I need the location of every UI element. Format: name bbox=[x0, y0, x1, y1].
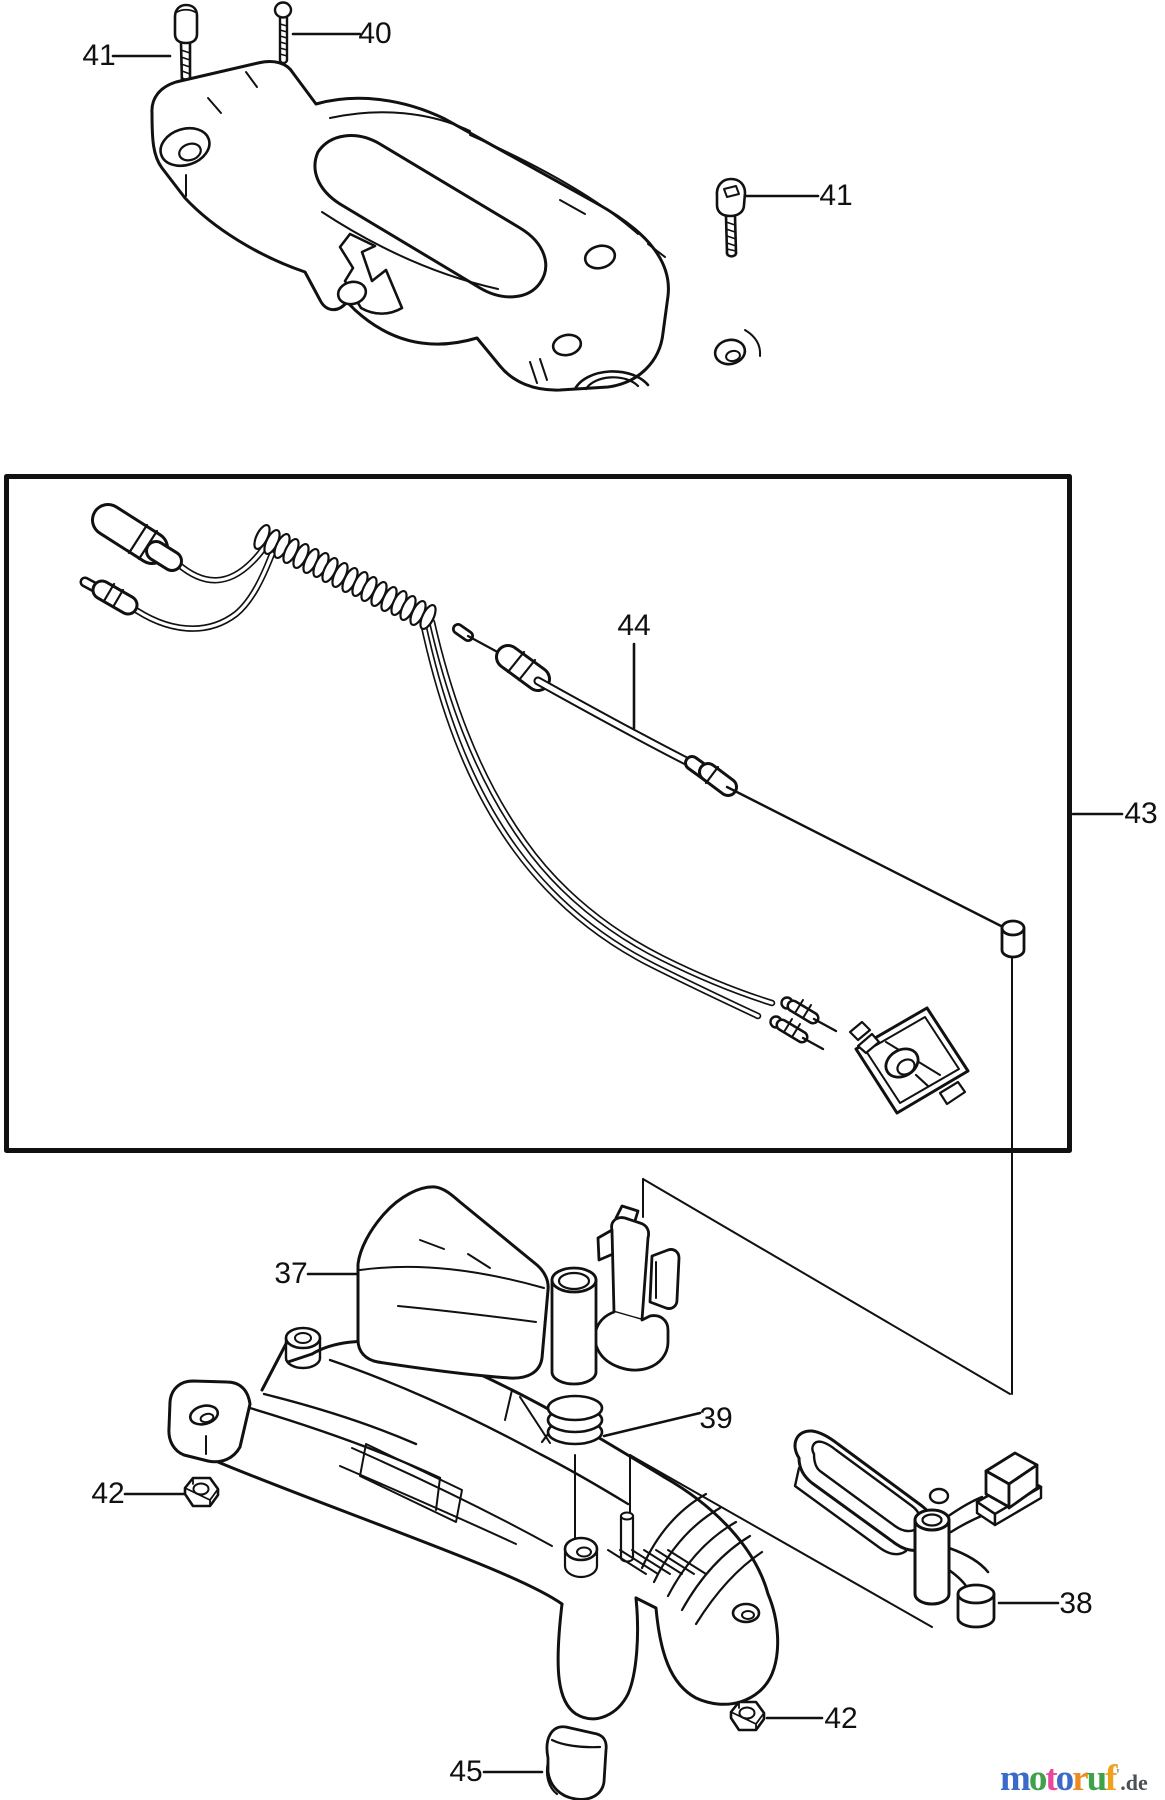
logo-letter: o bbox=[1055, 1758, 1074, 1799]
nut-42-left-drawing bbox=[183, 1476, 220, 1508]
logo-wordmark: motoruf bbox=[1000, 1758, 1118, 1799]
callout-leader-lines bbox=[111, 32, 1124, 1774]
coil-spring-wrap-drawing bbox=[253, 523, 437, 631]
lower-handle-housing-drawing bbox=[167, 1326, 780, 1721]
projection-lines bbox=[519, 954, 1013, 1628]
callout-42-bottom: 42 bbox=[824, 1702, 858, 1735]
logo-letter: f bbox=[1105, 1758, 1117, 1799]
callout-41-left: 41 bbox=[82, 39, 116, 72]
callout-38: 38 bbox=[1059, 1587, 1093, 1620]
wire-terminals-drawing bbox=[769, 996, 838, 1051]
screw-41-left-drawing bbox=[173, 3, 199, 89]
logo-letter: m bbox=[1000, 1758, 1031, 1799]
motoruf-logo: motoruf'.de bbox=[1000, 1752, 1165, 1799]
cap-45-drawing bbox=[545, 1725, 608, 1800]
screw-41-right-drawing bbox=[715, 177, 747, 258]
spring-39-drawing bbox=[540, 1394, 604, 1446]
callout-41-right: 41 bbox=[819, 179, 853, 212]
callout-42-left: 42 bbox=[91, 1477, 125, 1510]
cover-37-drawing bbox=[356, 1185, 598, 1386]
lever-38-drawing bbox=[793, 1429, 1043, 1629]
logo-letter: t bbox=[1045, 1758, 1057, 1799]
screw-40-drawing bbox=[273, 1, 293, 65]
logo-mark: ' bbox=[1115, 1765, 1121, 1784]
callout-37: 37 bbox=[274, 1257, 308, 1290]
logo-letter: u bbox=[1086, 1758, 1108, 1799]
bullet-connector-lower-drawing bbox=[79, 576, 139, 616]
logo-suffix: .de bbox=[1120, 1770, 1148, 1795]
bullet-connector-upper-drawing bbox=[91, 503, 183, 572]
throttle-cable-drawing bbox=[452, 623, 1026, 959]
callout-45: 45 bbox=[449, 1755, 483, 1788]
upper-handle-housing-drawing bbox=[150, 59, 762, 392]
trigger-latch-drawing bbox=[593, 1204, 681, 1372]
harness-wires-drawing bbox=[126, 536, 776, 1020]
callout-43: 43 bbox=[1124, 797, 1158, 830]
switch-drawing bbox=[848, 1006, 970, 1115]
detail-box-frame bbox=[4, 474, 1072, 1153]
callout-40: 40 bbox=[358, 17, 392, 50]
logo-letter: r bbox=[1072, 1758, 1089, 1799]
callout-39: 39 bbox=[699, 1402, 733, 1435]
callout-44: 44 bbox=[617, 609, 651, 642]
logo-letter: o bbox=[1028, 1758, 1047, 1799]
nut-42-bottom-drawing bbox=[729, 1700, 766, 1732]
